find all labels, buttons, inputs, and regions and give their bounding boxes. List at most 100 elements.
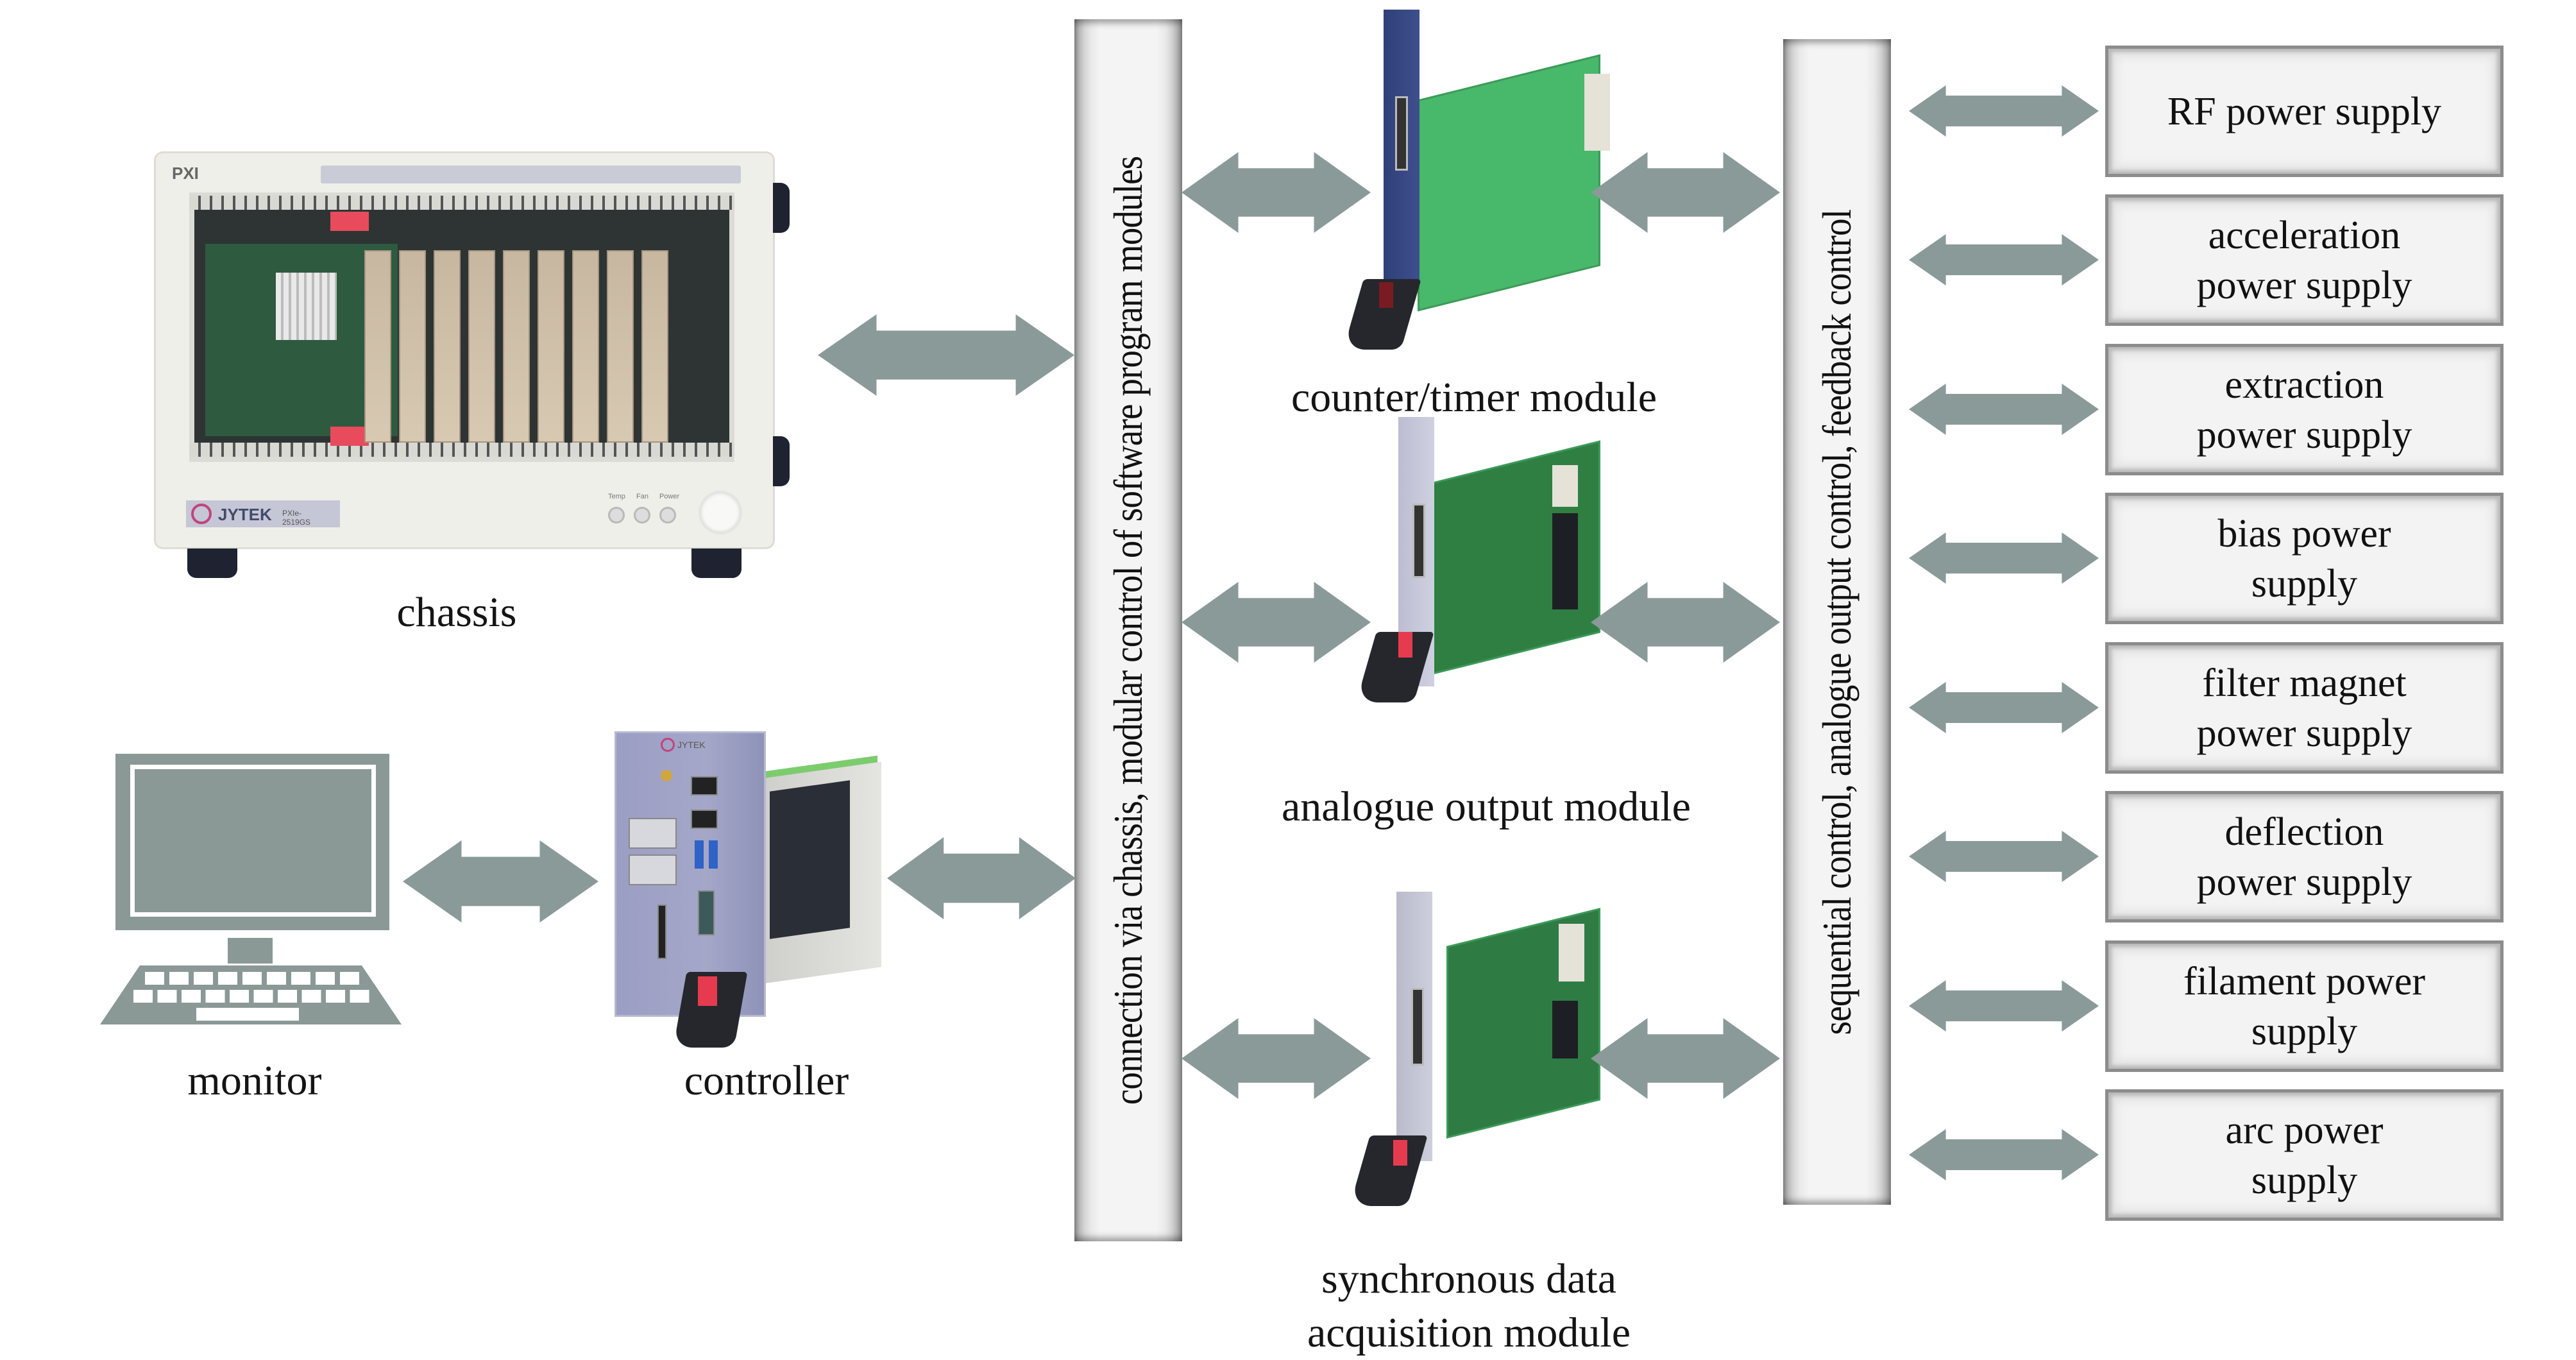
keyboard-key-icon bbox=[169, 972, 189, 985]
ethernet-port-icon bbox=[629, 818, 677, 849]
arrow-daq-control bbox=[1591, 1018, 1780, 1099]
keyboard-key-icon bbox=[145, 972, 164, 985]
power-supply-label-line: power supply bbox=[2196, 860, 2412, 904]
arrow-control-power-supply-1 bbox=[1909, 85, 2099, 137]
chassis-handle bbox=[773, 436, 790, 486]
module-backplane-connector bbox=[1559, 924, 1584, 982]
power-supply-label-line: extraction bbox=[2224, 362, 2384, 407]
chassis-slot bbox=[538, 250, 564, 443]
double-arrow-icon bbox=[1909, 1129, 2099, 1180]
chassis-top-rail bbox=[189, 196, 734, 210]
keyboard-key-icon bbox=[340, 972, 359, 985]
chassis-led-label: Temp bbox=[608, 493, 625, 500]
arrow-analogue-control bbox=[1591, 582, 1780, 663]
arrow-control-power-supply-4 bbox=[1909, 532, 2099, 584]
double-arrow-icon bbox=[818, 314, 1074, 396]
power-supply-label-line: arc power bbox=[2225, 1108, 2384, 1152]
power-supply-label: arc power supply bbox=[2225, 1105, 2383, 1205]
chassis-temp-led-icon bbox=[608, 507, 625, 523]
power-supply-label-line: bias power bbox=[2217, 511, 2391, 556]
displayport-icon bbox=[691, 810, 718, 829]
arrow-counter-control bbox=[1591, 152, 1780, 233]
keyboard-key-icon bbox=[133, 990, 153, 1003]
keyboard-spacebar-icon bbox=[196, 1008, 299, 1021]
chassis-led-label: Power bbox=[659, 493, 680, 500]
chassis-foot bbox=[187, 548, 237, 578]
chassis-label: chassis bbox=[396, 589, 517, 636]
power-supply-box-filament: filament power supply bbox=[2105, 940, 2504, 1072]
serial-port-icon bbox=[698, 890, 715, 935]
ethernet-port-icon bbox=[629, 854, 677, 885]
usb3-port-icon bbox=[709, 840, 718, 869]
chassis-slot bbox=[364, 250, 391, 443]
keyboard-key-icon bbox=[253, 990, 273, 1003]
power-supply-label-line: filament power bbox=[2183, 959, 2426, 1003]
counter-timer-module-label: counter/timer module bbox=[1291, 374, 1657, 421]
chassis-power-led-icon bbox=[659, 507, 676, 523]
keyboard-key-icon bbox=[218, 972, 237, 985]
power-supply-label: filament power supply bbox=[2183, 956, 2425, 1057]
double-arrow-icon bbox=[1909, 234, 2099, 285]
arrow-connection-daq bbox=[1182, 1018, 1371, 1099]
arrow-chassis-connection bbox=[818, 314, 1074, 396]
chassis-slot bbox=[468, 250, 495, 443]
double-arrow-icon bbox=[1591, 582, 1780, 663]
power-supply-label-line: power supply bbox=[2196, 412, 2412, 457]
synchronous-daq-module-label-line: synchronous data bbox=[1321, 1255, 1617, 1302]
chassis-power-button-icon bbox=[700, 493, 740, 532]
double-arrow-icon bbox=[1909, 831, 2099, 882]
power-supply-label-line: supply bbox=[2251, 1158, 2358, 1202]
keyboard-key-icon bbox=[291, 972, 310, 985]
power-supply-box-extraction: extraction power supply bbox=[2105, 344, 2504, 475]
chassis-slot bbox=[607, 250, 634, 443]
double-arrow-icon bbox=[1909, 384, 2099, 435]
arrow-monitor-controller bbox=[403, 840, 598, 922]
jytek-logo-icon bbox=[661, 738, 675, 752]
controller-cover bbox=[770, 780, 850, 939]
double-arrow-icon bbox=[1909, 85, 2099, 137]
keyboard-icon bbox=[100, 965, 402, 1024]
chassis-heatsink bbox=[276, 273, 337, 340]
connection-bar: connection via chassis, modular control … bbox=[1074, 19, 1182, 1241]
chassis-slot bbox=[641, 250, 668, 443]
synchronous-daq-module-label-line: acquisition module bbox=[1307, 1309, 1631, 1356]
module-backplane-connector bbox=[1552, 465, 1578, 507]
double-arrow-icon bbox=[403, 840, 598, 922]
controller-brand: JYTEK bbox=[677, 740, 706, 750]
double-arrow-icon bbox=[1182, 582, 1371, 663]
synchronous-daq-module-label: synchronous data acquisition module bbox=[1286, 1252, 1652, 1360]
double-arrow-icon bbox=[887, 837, 1076, 919]
power-supply-label-line: supply bbox=[2251, 1009, 2358, 1053]
double-arrow-icon bbox=[1182, 1018, 1371, 1099]
power-supply-label-line: acceleration bbox=[2208, 213, 2401, 257]
sma-connector-icon bbox=[661, 770, 672, 781]
displayport-icon bbox=[691, 776, 718, 795]
analogue-output-module-label: analogue output module bbox=[1282, 783, 1691, 830]
chassis-led-label: Fan bbox=[636, 493, 648, 500]
chassis-brand-badge bbox=[186, 500, 340, 527]
module-backplane-connector bbox=[1552, 513, 1578, 609]
keyboard-key-icon bbox=[205, 990, 225, 1003]
control-bar-text: sequential control, analogue output cont… bbox=[1814, 209, 1860, 1035]
keyboard-key-icon bbox=[278, 990, 297, 1003]
arrow-control-power-supply-2 bbox=[1909, 234, 2099, 285]
chassis-slot bbox=[434, 250, 461, 443]
module-connector-icon bbox=[1412, 504, 1425, 578]
module-connector-icon bbox=[1395, 96, 1408, 171]
arrow-connection-analogue bbox=[1182, 582, 1371, 663]
module-ejector-latch bbox=[1379, 282, 1393, 308]
chassis-slot bbox=[503, 250, 530, 443]
chassis-slot bbox=[399, 250, 426, 443]
power-supply-label: RF power supply bbox=[2167, 87, 2441, 137]
chassis-system-slot-guide-bottom bbox=[330, 427, 369, 446]
double-arrow-icon bbox=[1909, 532, 2099, 584]
connection-bar-text: connection via chassis, modular control … bbox=[1105, 156, 1151, 1105]
jytek-logo-icon bbox=[191, 504, 212, 524]
power-supply-label-line: power supply bbox=[2196, 711, 2412, 755]
keyboard-key-icon bbox=[316, 972, 335, 985]
keyboard-key-icon bbox=[182, 990, 201, 1003]
